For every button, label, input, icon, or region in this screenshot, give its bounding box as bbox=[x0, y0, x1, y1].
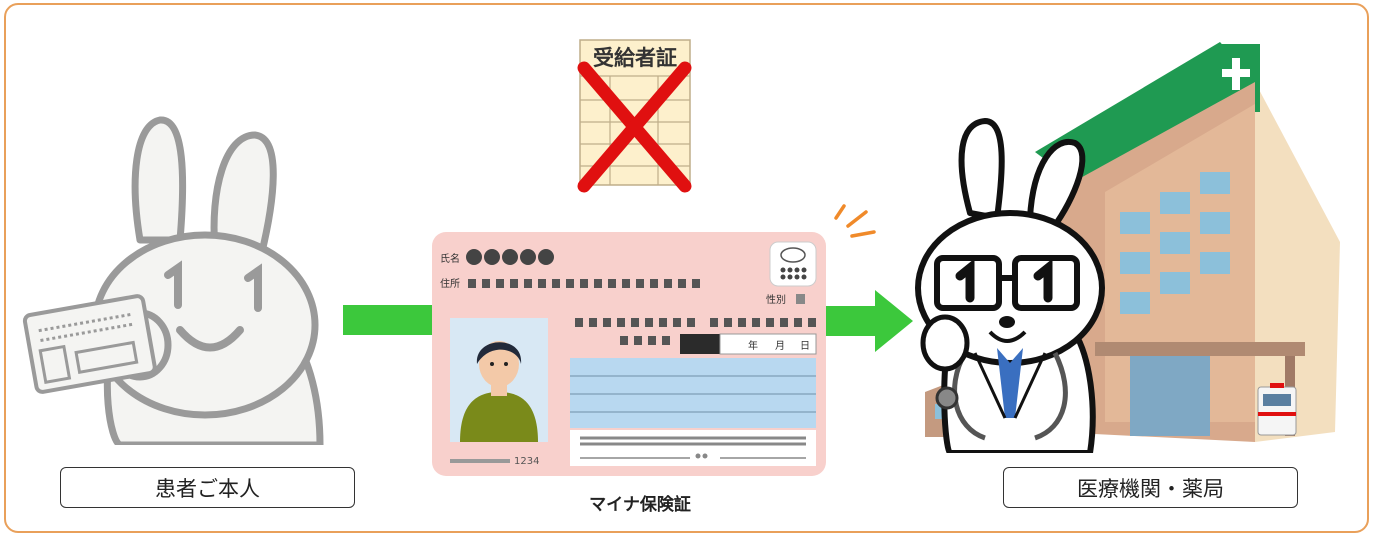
certificate-title: 受給者証 bbox=[593, 46, 677, 70]
card-address-field: 住所 bbox=[440, 277, 460, 290]
arrow-right-icon bbox=[825, 290, 913, 352]
card-day: 日 bbox=[800, 341, 810, 352]
card-number: 1234 bbox=[514, 456, 539, 467]
sparkle-icon bbox=[834, 204, 876, 238]
crossed-certificate-icon: 受給者証 bbox=[577, 39, 692, 193]
card-name-field: 氏名 bbox=[440, 252, 460, 265]
facility-label: 医療機関・薬局 bbox=[1003, 467, 1298, 508]
diagram-canvas: 受給者証 氏名 住所 性別 bbox=[4, 3, 1369, 533]
patient-label: 患者ご本人 bbox=[60, 467, 355, 508]
arrow-body-left bbox=[343, 305, 433, 335]
ambulance-icon bbox=[1257, 383, 1297, 436]
rabbit-patient-icon bbox=[22, 116, 324, 445]
hospital-building-icon bbox=[925, 42, 1340, 442]
my-number-card-icon: 氏名 住所 性別 年 月 日 1234 bbox=[432, 232, 826, 476]
card-sex-field: 性別 bbox=[766, 293, 786, 306]
card-year: 年 bbox=[748, 339, 758, 352]
card-caption: マイナ保険証 bbox=[589, 495, 691, 515]
card-month: 月 bbox=[775, 340, 785, 352]
doctor-rabbit-icon bbox=[915, 118, 1105, 453]
